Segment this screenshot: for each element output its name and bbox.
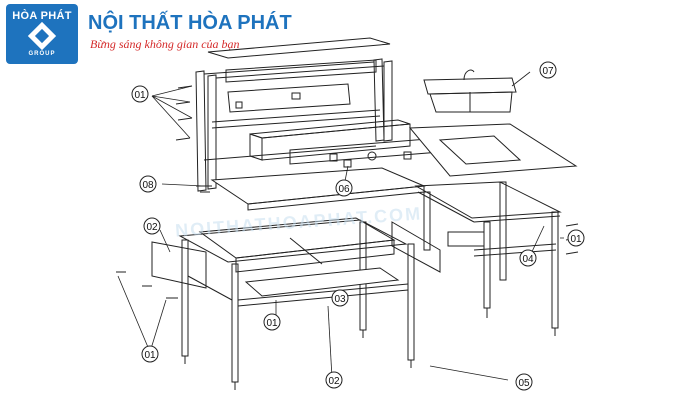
right-table-frame — [414, 181, 562, 329]
upper-back-panel — [227, 83, 351, 113]
switch-box-2 — [235, 101, 243, 109]
upper-shelf-frame — [195, 58, 393, 192]
callout-01-right: 01 — [570, 234, 582, 245]
main-worktop — [210, 167, 426, 205]
keyboard-tray — [244, 267, 400, 297]
sink-basin — [423, 69, 517, 113]
callout-02-panel: 02 — [146, 222, 158, 233]
callout-05: 05 — [518, 378, 530, 389]
brand-title: NỘI THẤT HÒA PHÁT — [88, 12, 292, 34]
leveling-feet — [184, 308, 556, 390]
right-drawer — [391, 221, 441, 273]
left-side-panel — [151, 241, 207, 289]
hoa-phat-logo: HÒA PHÁT GROUP — [6, 4, 78, 64]
socket-2 — [343, 159, 352, 168]
left-table-frame — [178, 219, 415, 383]
socket-3 — [403, 151, 412, 160]
right-countertop — [408, 123, 578, 177]
socket-1 — [329, 153, 338, 162]
callout-07: 07 — [542, 66, 554, 77]
callout-01-shelf: 01 — [134, 90, 146, 101]
callout-03: 03 — [334, 294, 346, 305]
callout-06: 06 — [338, 184, 350, 195]
callout-08: 08 — [142, 180, 154, 191]
switch-box-1 — [291, 92, 301, 100]
brand-slogan: Bừng sáng không gian của bạn — [90, 37, 240, 51]
top-shelf-board — [207, 37, 391, 59]
callout-01-bottom: 01 — [266, 318, 278, 329]
logo-top-text: HÒA PHÁT — [12, 10, 72, 22]
screws-upper-left — [175, 85, 212, 193]
callout-01-lower-left: 01 — [144, 350, 156, 361]
callout-04: 04 — [522, 254, 534, 265]
leader-lines — [117, 71, 564, 381]
light-box — [249, 119, 411, 139]
top-shelf-rail — [225, 59, 377, 83]
callout-circles — [131, 61, 585, 391]
logo-bottom-text: GROUP — [28, 51, 56, 57]
callout-02-bottom: 02 — [328, 376, 340, 387]
screws-lower-left — [116, 271, 178, 299]
socket-switch — [367, 151, 377, 161]
